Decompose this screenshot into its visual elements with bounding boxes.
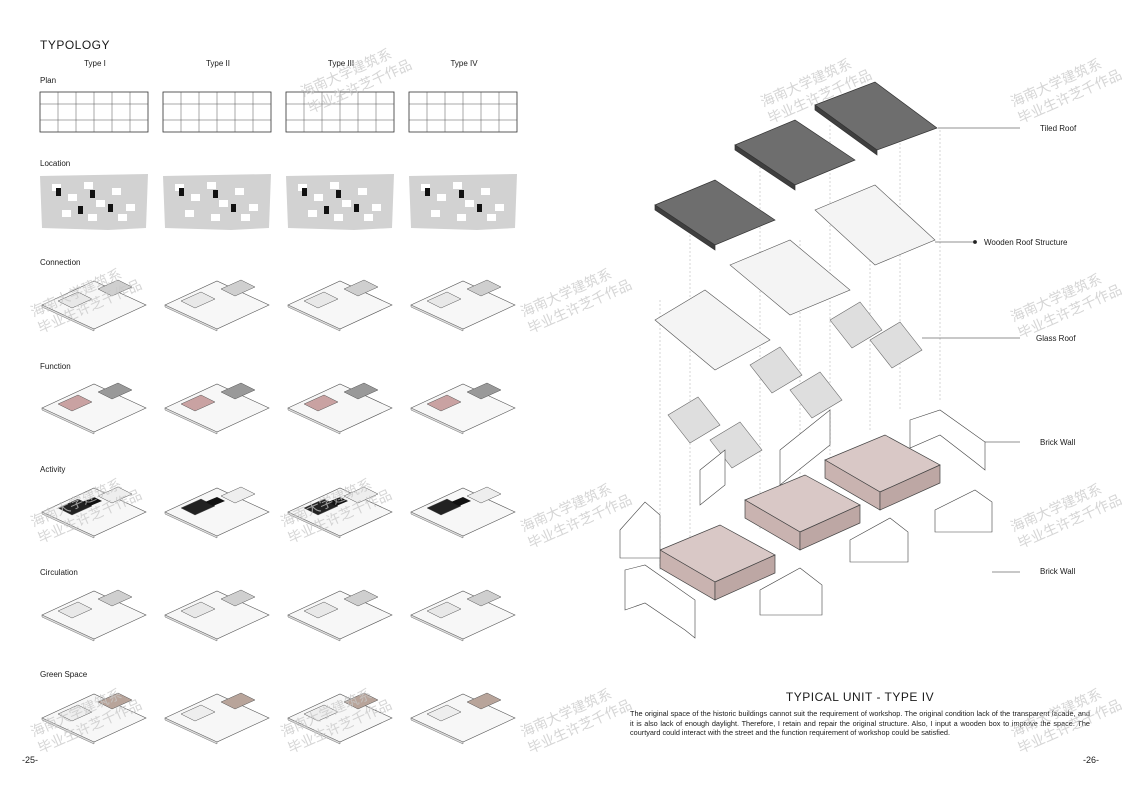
typology-green-space-type-2-diagram xyxy=(161,678,273,746)
row-label-circulation: Circulation xyxy=(40,568,78,577)
typology-circulation-type-1-diagram xyxy=(38,575,150,643)
watermark: 海南大学建筑系毕业生许芝千作品 xyxy=(1007,55,1122,127)
typology-plan-type-3-diagram xyxy=(284,84,396,152)
typology-green-space-type-4-diagram xyxy=(407,678,519,746)
callout-wooden-roof-structure: Wooden Roof Structure xyxy=(984,238,1068,247)
watermark: 海南大学建筑系毕业生许芝千作品 xyxy=(517,685,635,757)
page-number-right: -26- xyxy=(1083,755,1100,765)
typology-plan-type-4-diagram xyxy=(407,84,519,152)
typology-function-type-4-diagram xyxy=(407,368,519,436)
typology-connection-type-2-diagram xyxy=(161,265,273,333)
typology-activity-type-3-diagram xyxy=(284,472,396,540)
column-header-type-1: Type I xyxy=(84,59,106,68)
typology-circulation-type-4-diagram xyxy=(407,575,519,643)
typology-function-type-2-diagram xyxy=(161,368,273,436)
watermark: 海南大学建筑系毕业生许芝千作品 xyxy=(1007,270,1122,342)
callout-brick-wall-upper: Brick Wall xyxy=(1040,438,1076,447)
watermark: 海南大学建筑系毕业生许芝千作品 xyxy=(1007,480,1122,552)
typology-activity-type-4-diagram xyxy=(407,472,519,540)
typology-activity-type-2-diagram xyxy=(161,472,273,540)
page-number-left: -25- xyxy=(22,755,39,765)
description-text: The original space of the historic build… xyxy=(630,709,1090,738)
section-title: TYPICAL UNIT - TYPE IV xyxy=(785,690,935,704)
row-label-activity: Activity xyxy=(40,465,66,474)
typology-activity-type-1-diagram xyxy=(38,472,150,540)
typology-function-type-1-diagram xyxy=(38,368,150,436)
typology-location-type-2-diagram xyxy=(161,170,273,238)
typology-circulation-type-2-diagram xyxy=(161,575,273,643)
row-label-function: Function xyxy=(40,362,71,371)
typology-green-space-type-1-diagram xyxy=(38,678,150,746)
row-label-green-space: Green Space xyxy=(40,670,88,679)
typology-location-type-1-diagram xyxy=(38,170,150,238)
row-label-connection: Connection xyxy=(40,258,81,267)
wooden-box xyxy=(659,434,941,601)
typology-connection-type-3-diagram xyxy=(284,265,396,333)
brick-wall-lower xyxy=(619,489,993,639)
typology-connection-type-1-diagram xyxy=(38,265,150,333)
tiled-roof xyxy=(654,81,938,251)
column-header-type-4: Type IV xyxy=(450,59,478,68)
callout-lines xyxy=(922,127,1020,573)
callout-glass-roof: Glass Roof xyxy=(1036,334,1076,343)
row-label-plan: Plan xyxy=(40,76,57,85)
wooden-roof-structure xyxy=(654,184,936,371)
column-header-type-2: Type II xyxy=(205,59,230,68)
typology-function-type-3-diagram xyxy=(284,368,396,436)
typology-connection-type-4-diagram xyxy=(407,265,519,333)
row-label-location: Location xyxy=(40,159,71,168)
typology-location-type-3-diagram xyxy=(284,170,396,238)
column-header-type-3: Type III xyxy=(327,59,355,68)
exploded-axonometric-diagram xyxy=(619,81,1020,639)
callout-brick-wall-lower: Brick Wall xyxy=(1040,567,1076,576)
typology-green-space-type-3-diagram xyxy=(284,678,396,746)
typology-circulation-type-3-diagram xyxy=(284,575,396,643)
page-title: TYPOLOGY xyxy=(40,38,111,52)
typology-plan-type-2-diagram xyxy=(161,84,273,152)
typology-plan-type-1-diagram xyxy=(38,84,150,152)
typology-location-type-4-diagram xyxy=(407,170,519,238)
callout-tiled-roof: Tiled Roof xyxy=(1040,124,1077,133)
brick-wall-upper xyxy=(699,409,986,506)
